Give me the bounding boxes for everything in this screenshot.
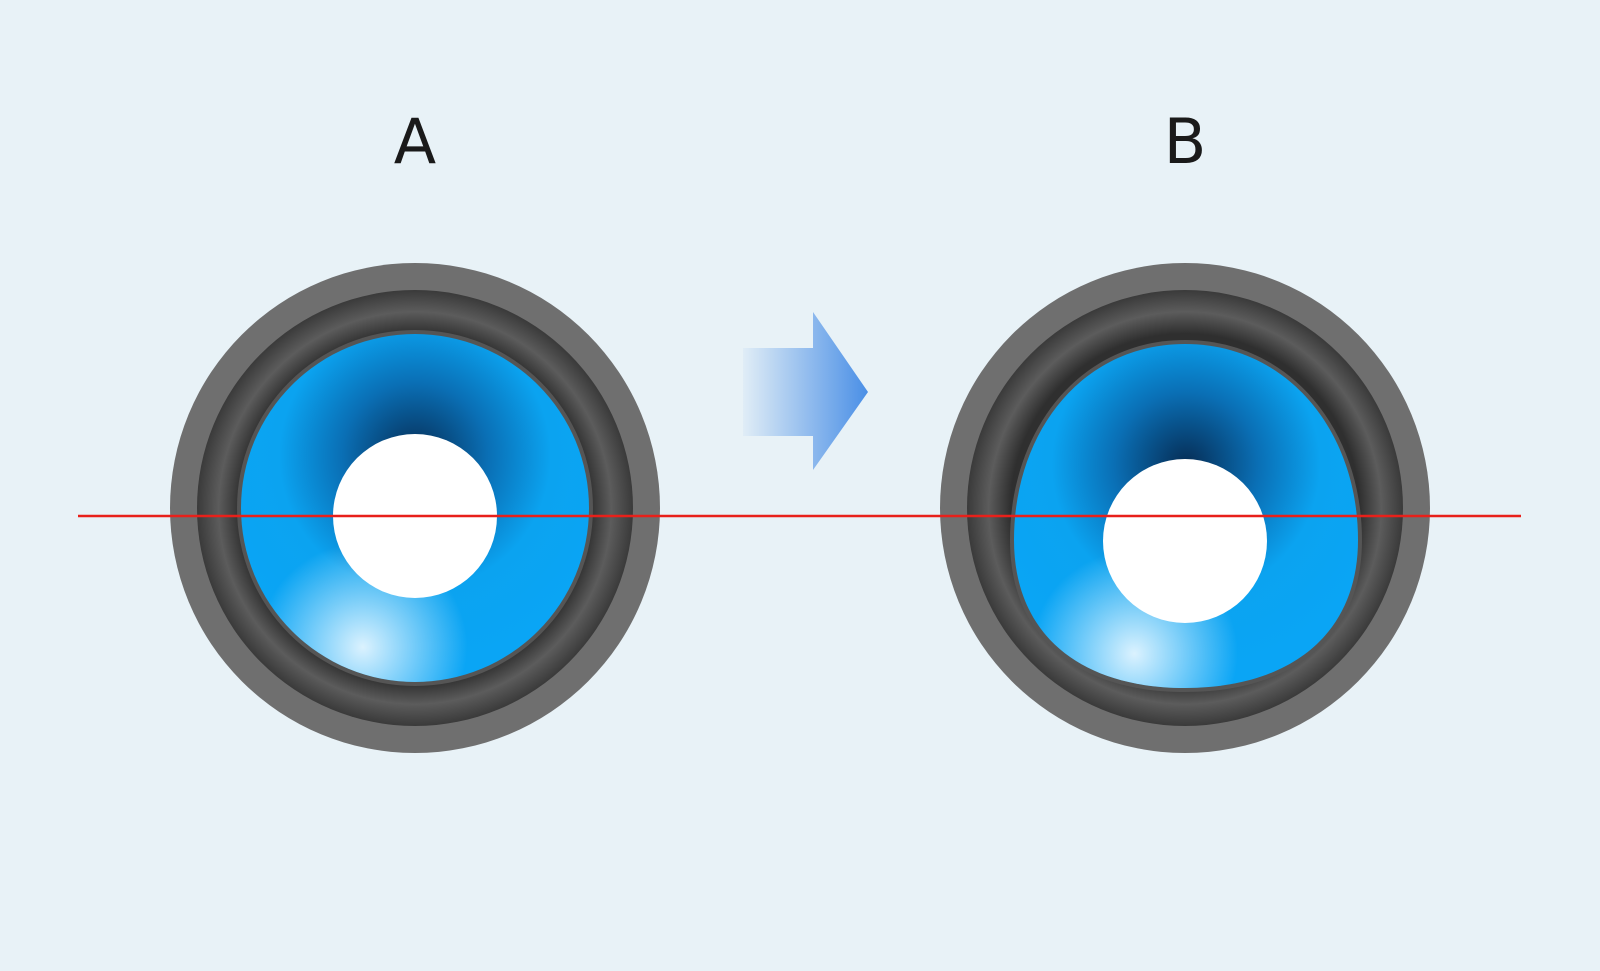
speaker-a xyxy=(170,263,660,753)
speaker-b-dust-cap xyxy=(1103,459,1267,623)
label-a: A xyxy=(394,105,436,178)
label-b: B xyxy=(1164,105,1207,178)
right-arrow-icon xyxy=(743,312,868,470)
speaker-b xyxy=(940,263,1430,753)
